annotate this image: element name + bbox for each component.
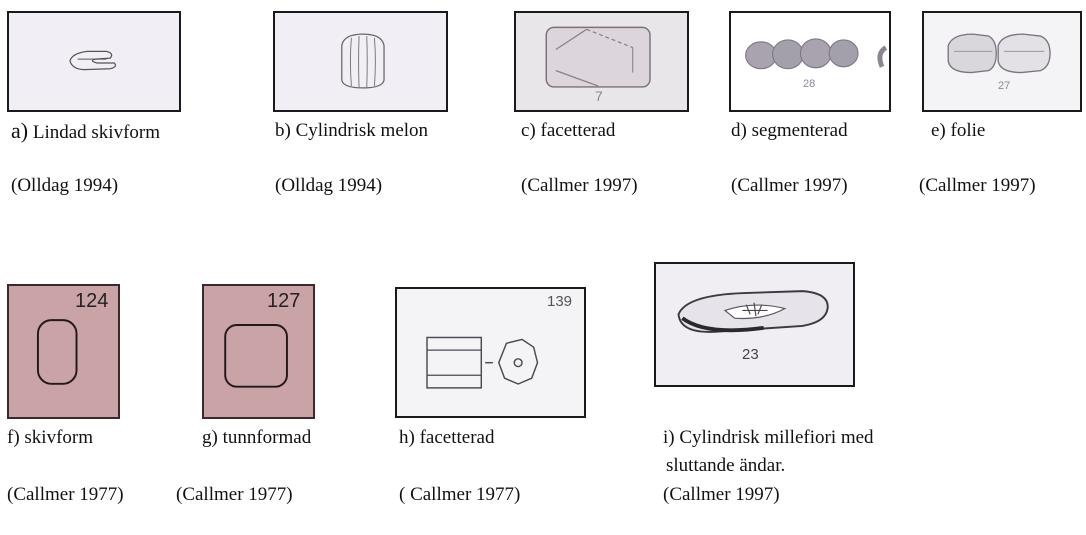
caption-h-label: facetterad bbox=[419, 427, 495, 448]
ref-d: (Callmer 1997) bbox=[731, 175, 848, 196]
caption-a: a) Lindad skivform bbox=[11, 120, 160, 144]
bead-segmented-drawing bbox=[745, 38, 888, 70]
caption-g-label: tunnformad bbox=[222, 427, 312, 448]
caption-i-label-line1: Cylindrisk millefiori med bbox=[679, 427, 874, 448]
panel-g: 127 bbox=[202, 284, 315, 419]
panel-b bbox=[273, 11, 448, 112]
bead-millefiori-drawing bbox=[677, 290, 829, 333]
panel-d-number: 28 bbox=[803, 78, 816, 90]
caption-f: f) skivform bbox=[7, 427, 93, 449]
panel-g-number: 127 bbox=[267, 290, 301, 312]
caption-e: e) folie bbox=[931, 120, 985, 142]
caption-a-letter: a) bbox=[11, 118, 29, 143]
caption-c-label: facetterad bbox=[540, 120, 616, 141]
caption-i-letter: i) bbox=[663, 427, 675, 448]
caption-e-label: folie bbox=[950, 120, 986, 141]
bead-faceted-drawing bbox=[545, 26, 651, 88]
bead-disc-wound-drawing bbox=[69, 50, 117, 71]
caption-g-letter: g) bbox=[202, 427, 218, 448]
ref-i: (Callmer 1997) bbox=[663, 484, 780, 505]
ref-a: (Olldag 1994) bbox=[11, 175, 119, 196]
caption-h-letter: h) bbox=[399, 427, 415, 448]
panel-h: 139 bbox=[395, 287, 586, 418]
panel-a bbox=[7, 11, 181, 112]
caption-b-label: Cylindrisk melon bbox=[295, 120, 429, 141]
caption-c-letter: c) bbox=[521, 120, 536, 141]
panel-i: 23 bbox=[654, 262, 855, 387]
bead-faceted-section-drawing bbox=[426, 336, 539, 389]
panel-f-number: 124 bbox=[75, 290, 109, 312]
ref-b: (Olldag 1994) bbox=[275, 175, 383, 196]
panel-e: 27 bbox=[922, 11, 1082, 112]
panel-e-number: 27 bbox=[998, 80, 1011, 92]
caption-e-letter: e) bbox=[931, 120, 946, 141]
ref-e: (Callmer 1997) bbox=[919, 175, 1036, 196]
panel-f: 124 bbox=[7, 284, 120, 419]
bead-cylinder-melon-drawing bbox=[341, 33, 385, 89]
panel-d: 28 bbox=[729, 11, 891, 112]
caption-h: h) facetterad bbox=[399, 427, 494, 449]
ref-h: ( Callmer 1977) bbox=[399, 484, 521, 505]
caption-d-letter: d) bbox=[731, 120, 747, 141]
panel-h-number: 139 bbox=[547, 293, 573, 310]
panel-c: 7 bbox=[514, 11, 689, 112]
caption-c: c) facetterad bbox=[521, 120, 615, 142]
caption-d-label: segmenterad bbox=[751, 120, 848, 141]
ref-f: (Callmer 1977) bbox=[7, 484, 124, 505]
bead-foil-drawing bbox=[947, 33, 1051, 74]
caption-d: d) segmenterad bbox=[731, 120, 848, 142]
caption-g: g) tunnformad bbox=[202, 427, 311, 449]
caption-a-label: Lindad skivform bbox=[32, 122, 161, 143]
panel-i-number: 23 bbox=[742, 346, 759, 363]
caption-f-label: skivform bbox=[24, 427, 94, 448]
caption-i-line2: sluttande ändar. bbox=[666, 455, 786, 476]
caption-i-line1: i) Cylindrisk millefiori med bbox=[663, 427, 874, 449]
bead-barrel-drawing bbox=[224, 324, 288, 388]
caption-b-letter: b) bbox=[275, 120, 291, 141]
bead-disc-drawing bbox=[36, 319, 78, 385]
ref-c: (Callmer 1997) bbox=[521, 175, 638, 196]
caption-b: b) Cylindrisk melon bbox=[275, 120, 428, 142]
panel-c-number: 7 bbox=[595, 88, 603, 104]
ref-g: (Callmer 1977) bbox=[176, 484, 293, 505]
caption-f-letter: f) bbox=[7, 427, 20, 448]
